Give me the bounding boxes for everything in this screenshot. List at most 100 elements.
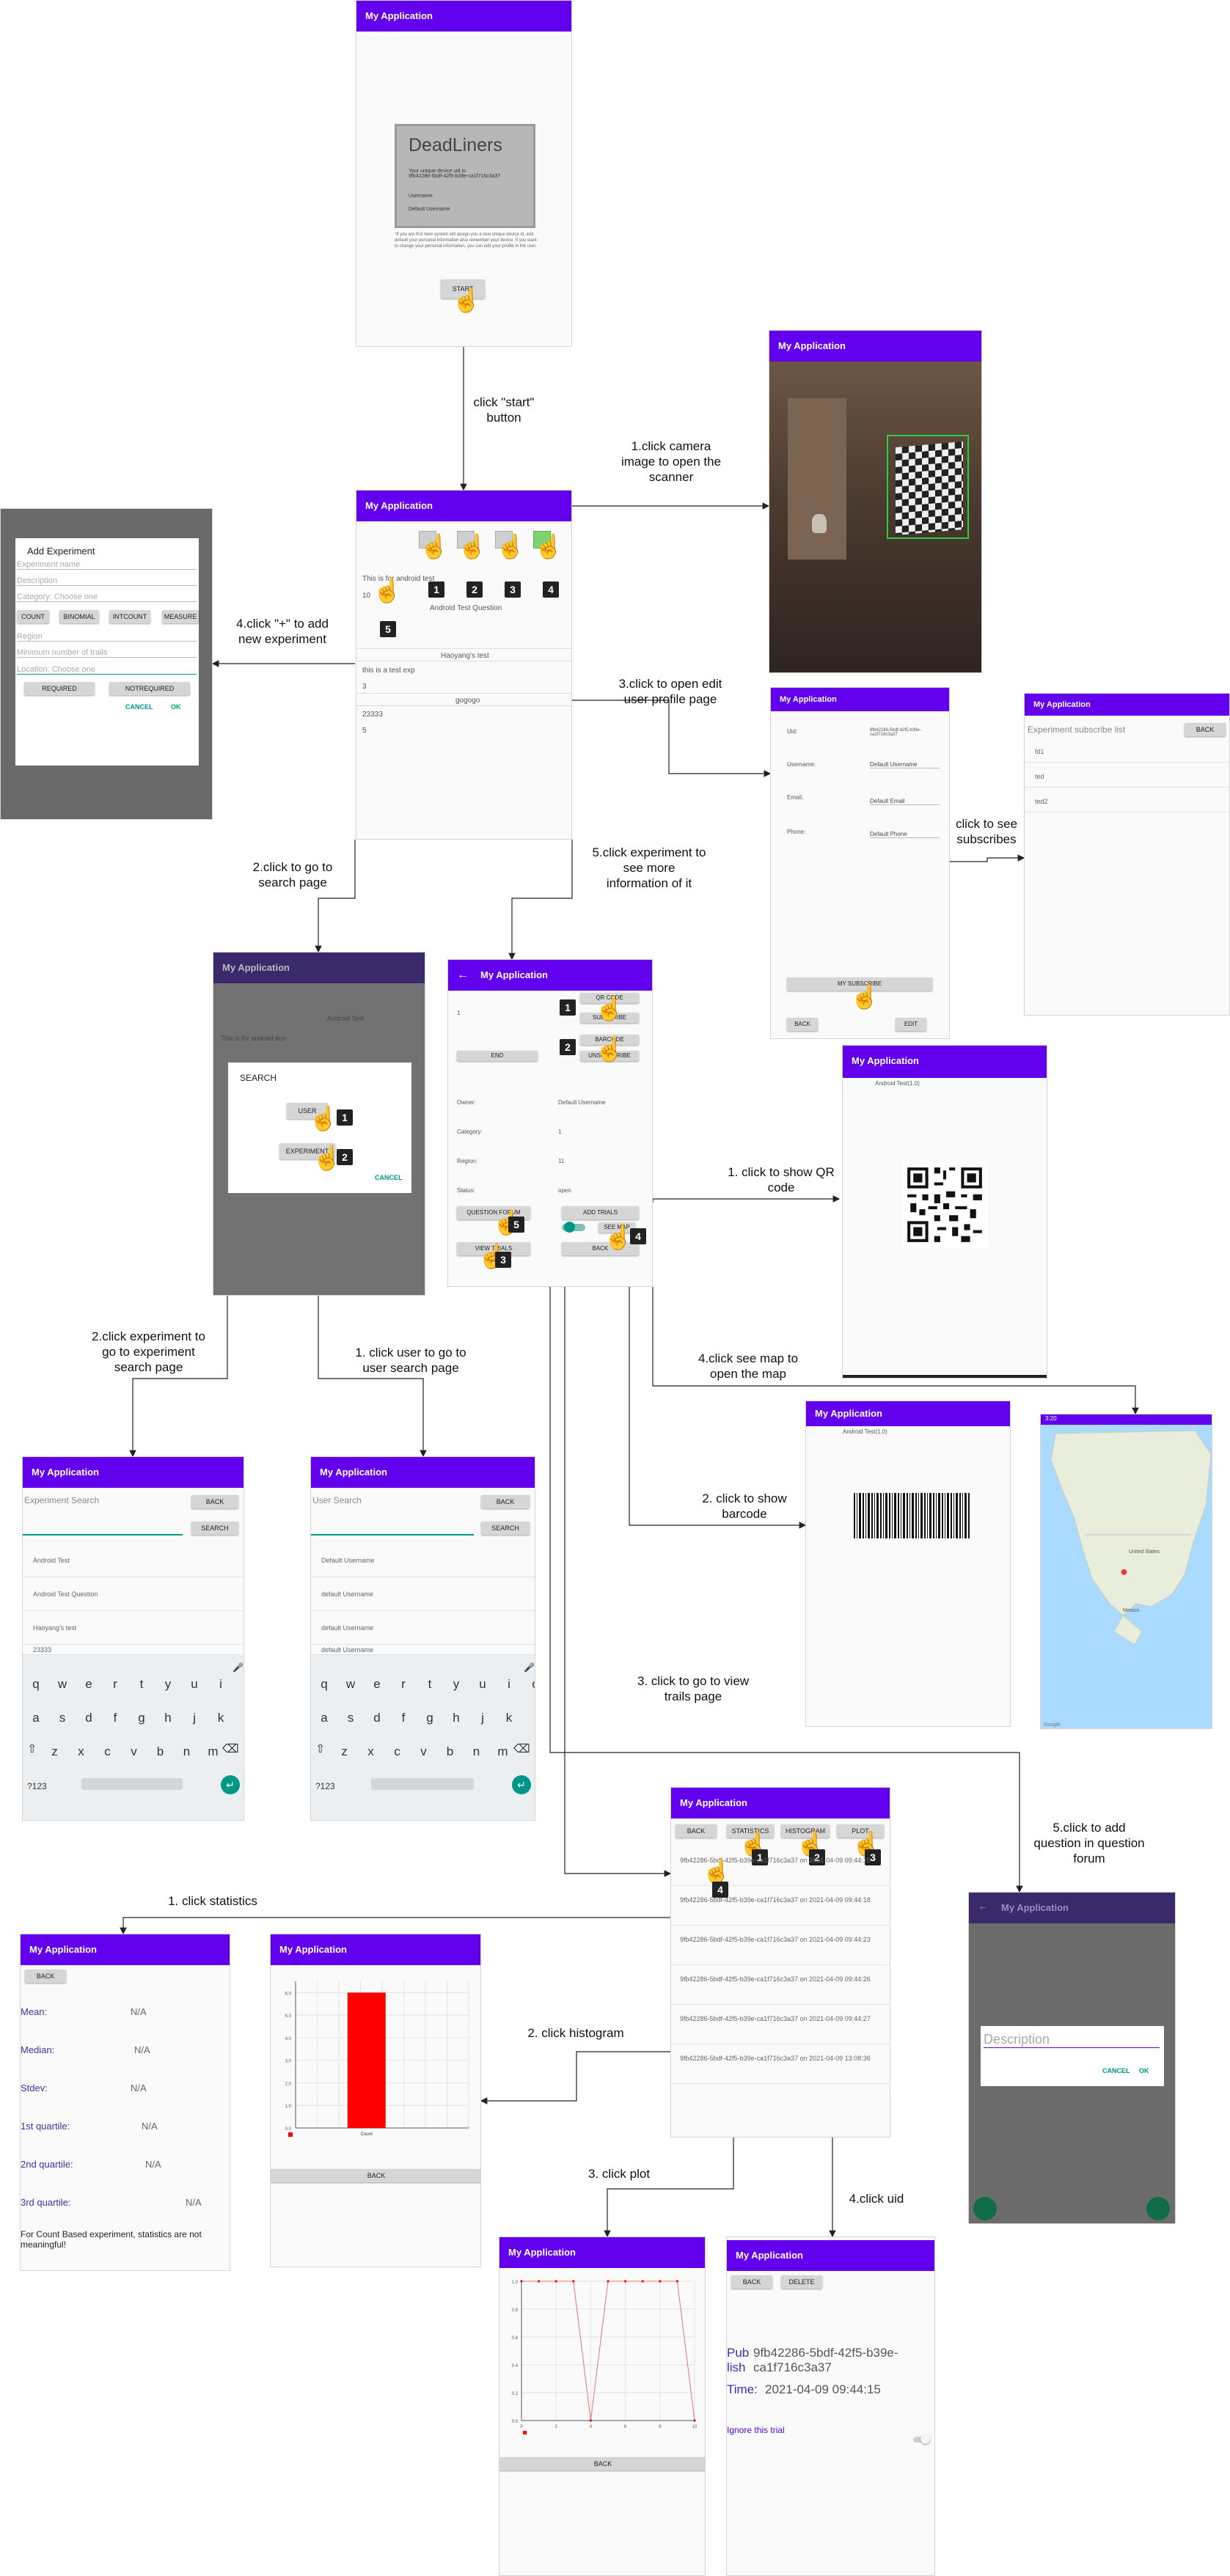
key-b[interactable]: b <box>156 1744 164 1758</box>
key-l[interactable]: l <box>234 1711 244 1725</box>
back-button[interactable]: BACK <box>191 1495 238 1508</box>
view-trials-button[interactable]: VIEW TRIALS <box>457 1242 530 1255</box>
key-a[interactable]: a <box>321 1711 328 1725</box>
experiment-item[interactable]: Android Test Question <box>430 604 502 612</box>
key-b[interactable]: b <box>446 1744 454 1758</box>
my-subscribe-button[interactable]: MY SUBSCRIBE <box>787 977 932 991</box>
profile-icon[interactable] <box>495 531 513 548</box>
name-field[interactable]: Experiment name <box>17 560 197 570</box>
qr-code-button[interactable]: QR CODE <box>580 993 639 1003</box>
experiment-item[interactable]: Haoyang's test <box>441 652 489 660</box>
key-f[interactable]: f <box>113 1711 117 1725</box>
enter-icon[interactable]: ↵ <box>221 1775 240 1794</box>
key-m[interactable]: m <box>497 1744 508 1758</box>
phone-field[interactable]: Default Phone <box>870 831 940 838</box>
trial-item[interactable]: 9fb42286-5bdf-42f5-b39e-ca1f716c3a37 on … <box>671 1926 890 1965</box>
list-item[interactable]: Android Test <box>23 1544 244 1577</box>
backspace-icon[interactable]: ⌫ <box>513 1743 530 1755</box>
key-a[interactable]: a <box>32 1711 40 1725</box>
experiment-item[interactable]: 23333 <box>362 711 383 719</box>
shift-icon[interactable]: ⇧ <box>315 1743 326 1755</box>
username-field[interactable]: Default Username <box>870 761 940 768</box>
key-c[interactable]: c <box>104 1744 111 1758</box>
description-field[interactable]: Description <box>984 2032 1160 2048</box>
type-binomial-button[interactable]: BINOMIAL <box>59 610 99 623</box>
list-item[interactable]: Haoyang's test <box>23 1611 244 1645</box>
map-view[interactable]: United States Mexico Google ● <box>1041 1425 1212 1728</box>
camera-icon[interactable] <box>419 531 436 548</box>
delete-button[interactable]: DELETE <box>781 2275 822 2289</box>
key-o[interactable]: o <box>522 1677 535 1692</box>
search-button[interactable]: SEARCH <box>191 1522 238 1535</box>
description-field[interactable]: Description <box>17 576 197 586</box>
key-v[interactable]: v <box>131 1744 137 1758</box>
key-q[interactable]: q <box>32 1677 40 1691</box>
end-button[interactable]: END <box>457 1051 538 1061</box>
key-s[interactable]: s <box>59 1711 66 1725</box>
key-z[interactable]: z <box>51 1744 58 1758</box>
key-u[interactable]: u <box>479 1677 486 1691</box>
trial-item[interactable]: 9fb42286-5bdf-42f5-b39e-ca1f716c3a37 on … <box>671 2005 890 2044</box>
mic-icon[interactable]: 🎤 <box>524 1662 535 1673</box>
back-button[interactable]: BACK <box>25 1970 66 1983</box>
list-item[interactable]: default Username <box>311 1577 535 1611</box>
key-w[interactable]: w <box>57 1677 67 1691</box>
trial-item[interactable]: 9fb42286-5bdf-42f5-b39e-ca1f716c3a37 on … <box>671 1886 890 1926</box>
key-o[interactable]: o <box>234 1677 244 1692</box>
location-select[interactable]: Location: Choose one <box>17 665 197 675</box>
key-j[interactable]: j <box>193 1711 196 1725</box>
back-arrow-icon[interactable]: ← <box>457 969 469 981</box>
key-v[interactable]: v <box>420 1744 427 1758</box>
cancel-button[interactable]: CANCEL <box>125 703 153 711</box>
unsubscribe-button[interactable]: UNSUBSCRIBE <box>580 1051 639 1061</box>
histogram-button[interactable]: HISTOGRAM <box>781 1824 830 1838</box>
key-e[interactable]: e <box>85 1677 92 1691</box>
shift-icon[interactable]: ⇧ <box>27 1743 37 1755</box>
map-marker-icon[interactable]: ● <box>1120 1564 1128 1579</box>
statistics-button[interactable]: STATISTICS <box>727 1824 774 1838</box>
key-z[interactable]: z <box>341 1744 348 1758</box>
experiment-item[interactable]: gogogo <box>455 697 480 705</box>
key-t[interactable]: t <box>139 1677 144 1691</box>
back-button[interactable]: BACK <box>271 2169 480 2182</box>
list-item[interactable]: fd1 <box>1025 738 1229 763</box>
key-y[interactable]: y <box>453 1677 460 1691</box>
list-item[interactable]: Android Test Question <box>23 1577 244 1611</box>
list-item[interactable]: Default Username <box>311 1544 535 1577</box>
key-s[interactable]: s <box>347 1711 354 1725</box>
backspace-icon[interactable]: ⌫ <box>222 1743 239 1755</box>
required-button[interactable]: REQUIRED <box>24 682 95 695</box>
start-button[interactable]: START <box>441 279 485 298</box>
key-x[interactable]: x <box>367 1744 374 1758</box>
plot-button[interactable]: PLOT <box>837 1824 884 1838</box>
key-h[interactable]: h <box>164 1711 172 1725</box>
experiment-button[interactable]: EXPERIMENT <box>279 1143 335 1159</box>
key-q[interactable]: q <box>321 1677 328 1691</box>
trial-item[interactable]: 9fb42286-5bdf-42f5-b39e-ca1f716c3a37 on … <box>671 2044 890 2084</box>
type-count-button[interactable]: COUNT <box>17 610 49 623</box>
search-input[interactable]: User Search <box>312 1495 362 1505</box>
back-button[interactable]: BACK <box>787 1018 818 1031</box>
search-button[interactable]: SEARCH <box>481 1522 530 1535</box>
question-forum-button[interactable]: QUESTION FORUM <box>457 1206 530 1219</box>
region-field[interactable]: Region <box>17 632 197 642</box>
key-d[interactable]: d <box>85 1711 92 1725</box>
cancel-button[interactable]: CANCEL <box>375 1174 403 1181</box>
notrequired-button[interactable]: NOTREQUIRED <box>109 682 190 695</box>
key-n[interactable]: n <box>183 1744 191 1758</box>
key-e[interactable]: e <box>373 1677 381 1691</box>
type-intcount-button[interactable]: INTCOUNT <box>109 610 150 623</box>
key-i[interactable]: i <box>219 1677 222 1691</box>
key-n[interactable]: n <box>472 1744 480 1758</box>
mic-icon[interactable]: 🎤 <box>233 1662 244 1673</box>
list-item[interactable]: ted <box>1025 763 1229 788</box>
key-h[interactable]: h <box>453 1711 460 1725</box>
key-u[interactable]: u <box>191 1677 198 1691</box>
key-c[interactable]: c <box>394 1744 400 1758</box>
search-input[interactable]: Experiment Search <box>24 1495 100 1505</box>
key-f[interactable]: f <box>401 1711 406 1725</box>
back-button[interactable]: BACK <box>499 2457 705 2470</box>
key-g[interactable]: g <box>426 1711 433 1725</box>
symbols-key[interactable]: ?123 <box>27 1781 47 1791</box>
fab-right[interactable] <box>1146 2197 1170 2220</box>
